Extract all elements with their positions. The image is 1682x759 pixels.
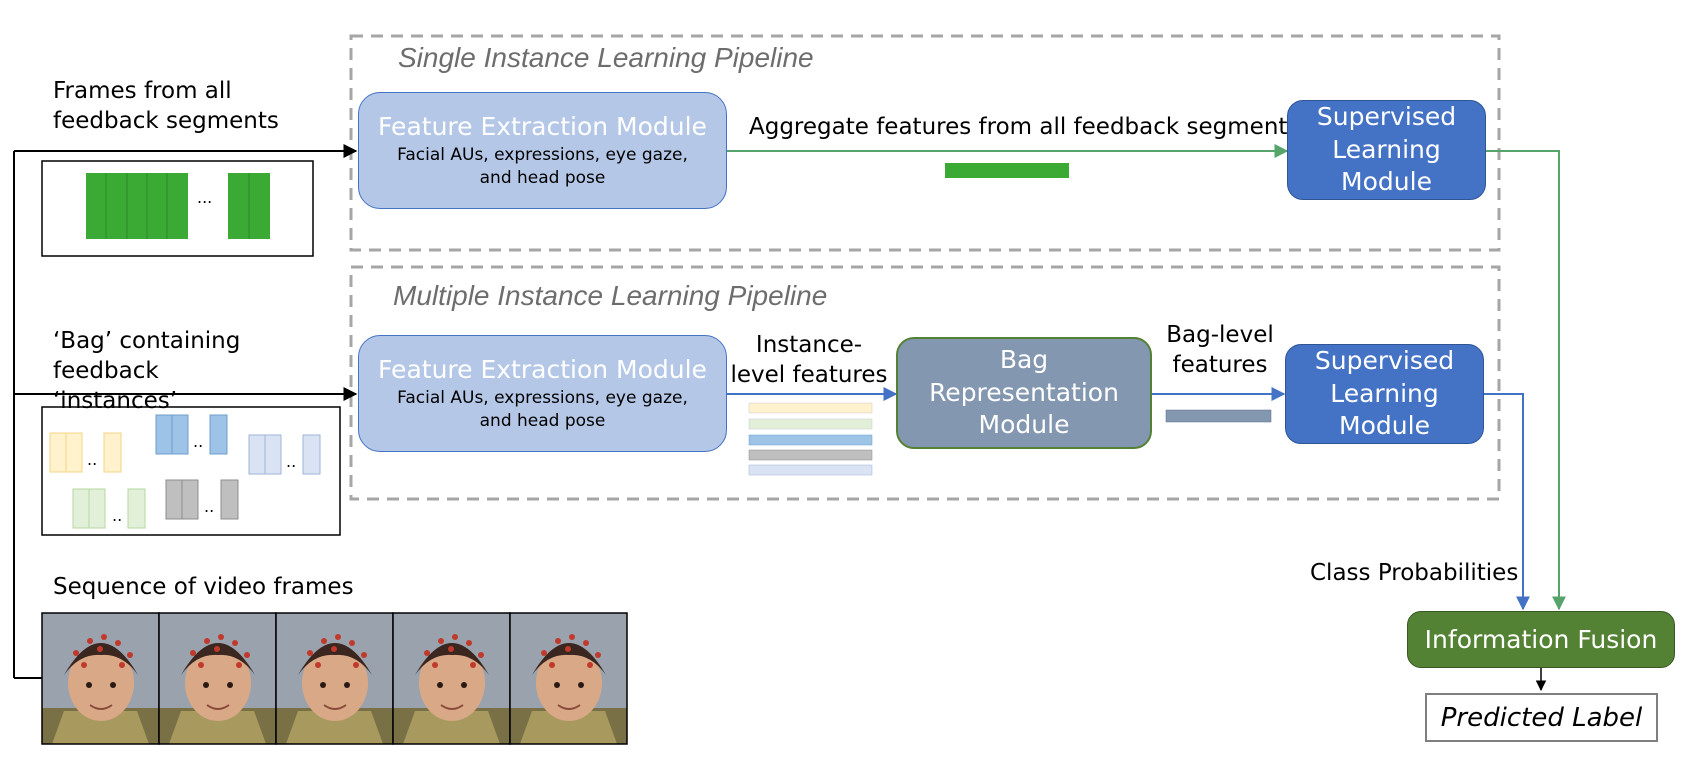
bag-representation-title: Bag Representation Module — [929, 345, 1119, 440]
class-probabilities-label: Class Probabilities — [1310, 560, 1519, 586]
single-supervised-learning-module: Supervised Learning Module — [1287, 100, 1486, 200]
information-fusion-title: Information Fusion — [1424, 625, 1658, 654]
instance-gray — [165, 479, 239, 520]
all-frames-box — [41, 160, 314, 257]
video-sequence-label: Sequence of video frames — [53, 574, 354, 600]
bag-ellipsis-green: .. — [112, 506, 123, 525]
instance-yellow — [49, 432, 122, 473]
multiple-supervised-learning-module: Supervised Learning Module — [1285, 344, 1484, 444]
multiple-pipeline-title: Multiple Instance Learning Pipeline — [393, 280, 828, 311]
multiple-pipeline-container — [349, 265, 1501, 501]
video-frame — [392, 612, 511, 745]
multiple-feature-extraction-module: Feature Extraction Module Facial AUs, ex… — [358, 335, 727, 452]
input-connector — [13, 144, 358, 679]
video-frame — [275, 612, 394, 745]
video-frame — [41, 612, 160, 745]
bag-ellipsis-yellow: .. — [87, 450, 98, 469]
predicted-label-box: Predicted Label — [1425, 693, 1658, 742]
single-feature-extraction-title: Feature Extraction Module — [378, 112, 707, 142]
multiple-input-label: ‘Bag’ containing feedback ‘instances’ — [53, 328, 241, 414]
instance-feature-bars — [748, 402, 873, 476]
multiple-supervised-learning-title: Supervised Learning Module — [1314, 346, 1455, 441]
green-frame-strip — [86, 173, 270, 239]
instance-green — [72, 488, 146, 529]
single-ellipsis: ... — [197, 188, 213, 207]
aggregate-feature-bar — [945, 163, 1069, 178]
bag-representation-module: Bag Representation Module — [896, 337, 1152, 449]
bag-ellipsis-blue: .. — [193, 432, 204, 451]
bag-ellipsis-lightblue: .. — [286, 452, 297, 471]
multiple-output-arrow — [1484, 393, 1530, 611]
bag-ellipsis-gray: .. — [204, 497, 215, 516]
bag-level-label: Bag-level features — [1166, 322, 1274, 378]
instance-level-label: Instance-level features — [730, 332, 888, 388]
bag-instances-box — [41, 406, 341, 536]
instance-blue — [155, 414, 228, 455]
video-frames — [41, 612, 628, 745]
video-frame — [509, 612, 628, 745]
video-frame — [158, 612, 277, 745]
single-output-arrow — [1486, 150, 1566, 611]
single-pipeline-title: Single Instance Learning Pipeline — [398, 42, 814, 73]
bag-feature-bar — [1165, 409, 1272, 423]
single-feature-extraction-subtitle: Facial AUs, expressions, eye gaze, and h… — [397, 145, 688, 188]
predicted-label-text: Predicted Label — [1440, 702, 1643, 733]
aggregate-label: Aggregate features from all feedback seg… — [749, 114, 1300, 140]
single-supervised-learning-title: Supervised Learning Module — [1316, 102, 1457, 197]
multiple-feature-extraction-subtitle: Facial AUs, expressions, eye gaze, and h… — [397, 388, 688, 431]
single-input-label: Frames from all feedback segments — [53, 78, 279, 134]
instance-lightblue — [248, 434, 321, 475]
information-fusion-module: Information Fusion — [1407, 611, 1675, 668]
multiple-feature-extraction-title: Feature Extraction Module — [378, 355, 707, 385]
single-feature-extraction-module: Feature Extraction Module Facial AUs, ex… — [358, 92, 727, 209]
